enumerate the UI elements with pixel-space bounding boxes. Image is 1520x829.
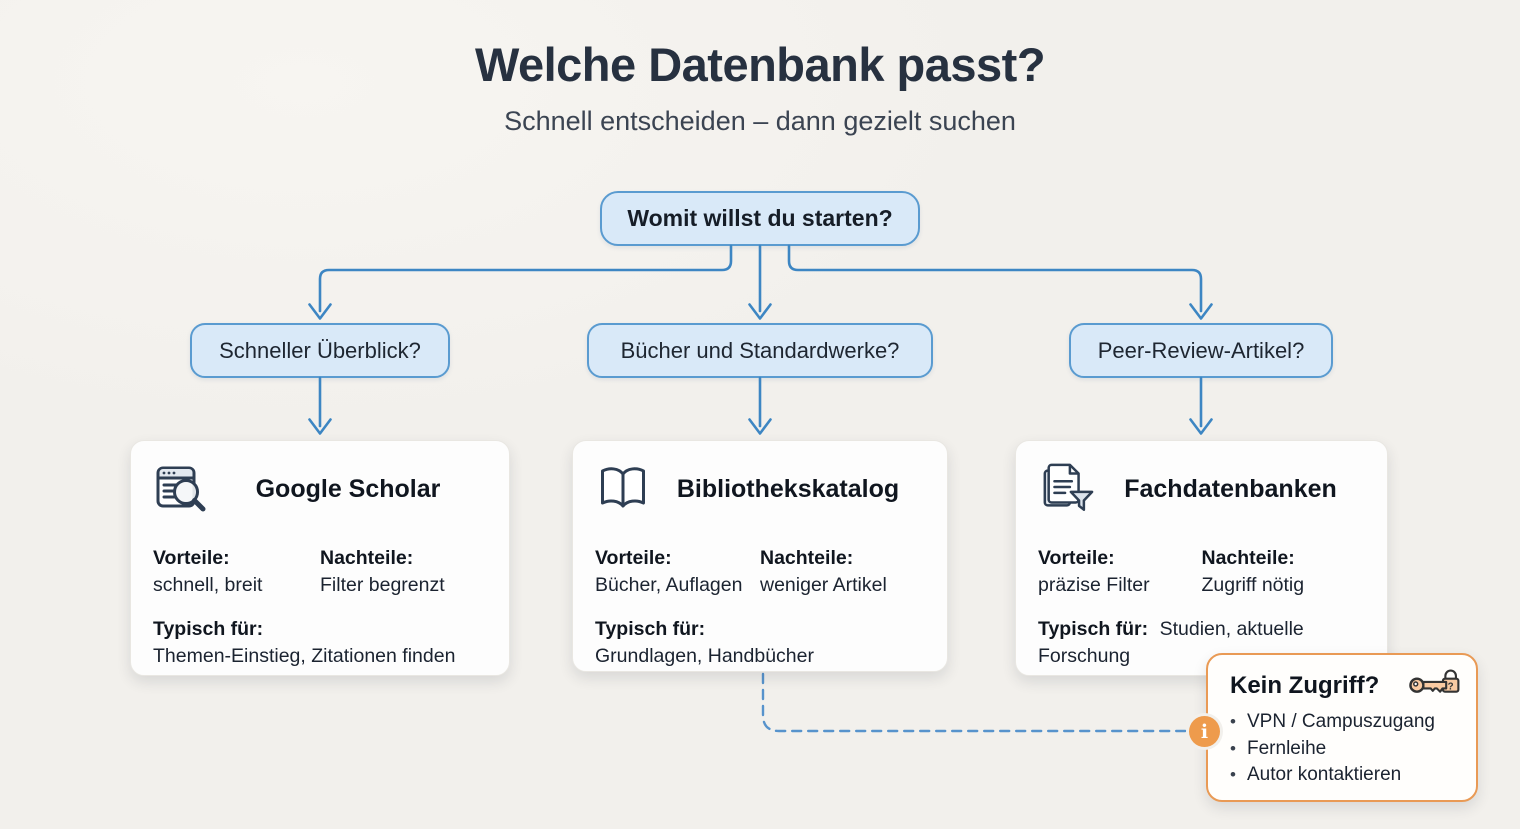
page-title: Welche Datenbank passt? xyxy=(474,38,1046,91)
info-badge-icon: i xyxy=(1189,716,1220,747)
typical-block: Typisch für: Grundlagen, Handbücher xyxy=(595,616,925,670)
cons-block: Nachteile: Zugriff nötig xyxy=(1202,545,1366,599)
card-google-scholar: Google Scholar Vorteile: schnell, breit … xyxy=(130,440,510,676)
bullet-dot: • xyxy=(1230,738,1236,758)
pros-block: Vorteile: schnell, breit xyxy=(153,545,320,599)
flow-node-question-peer-review: Peer-Review-Artikel? xyxy=(1069,323,1333,378)
arrowhead-card-mid xyxy=(748,418,772,435)
connector-root-left xyxy=(318,244,733,313)
card-fachdatenbanken: Fachdatenbanken Vorteile: präzise Filter… xyxy=(1015,440,1388,676)
question-label: Schneller Überblick? xyxy=(219,337,421,363)
question-label: Bücher und Standardwerke? xyxy=(620,337,900,363)
cons-value: weniger Artikel xyxy=(760,574,887,596)
card-bibliothekskatalog: Bibliothekskatalog Vorteile: Bücher, Auf… xyxy=(572,440,948,672)
flow-node-question-overview: Schneller Überblick? xyxy=(190,323,450,378)
card-title: Fachdatenbanken xyxy=(1124,474,1337,503)
open-book-icon xyxy=(595,461,651,517)
info-badge-glyph: i xyxy=(1200,720,1209,743)
note-item-text: VPN / Campuszugang xyxy=(1247,711,1435,732)
card-title: Google Scholar xyxy=(255,474,441,503)
browser-search-icon xyxy=(153,461,209,517)
cons-value: Zugriff nötig xyxy=(1201,574,1305,596)
page-subtitle: Schnell entscheiden – dann gezielt suche… xyxy=(504,106,1016,136)
cons-value: Filter begrenzt xyxy=(320,574,445,596)
pros-value: präzise Filter xyxy=(1038,574,1150,596)
typical-label: Typisch für: xyxy=(595,618,706,640)
cons-block: Nachteile: Filter begrenzt xyxy=(320,545,487,599)
typical-label: Typisch für: xyxy=(153,618,264,640)
card-title: Bibliothekskatalog xyxy=(676,474,900,503)
note-kein-zugriff: Kein Zugriff? ? • VPN / Campuszugang • F xyxy=(1206,653,1478,802)
typical-block: Typisch für: Themen-Einstieg, Zitationen… xyxy=(153,616,487,670)
documents-filter-icon xyxy=(1038,461,1096,517)
cons-label: Nachteile: xyxy=(760,547,854,569)
question-label: Peer-Review-Artikel? xyxy=(1097,337,1305,363)
note-item-text: Autor kontaktieren xyxy=(1247,764,1402,785)
typical-value: Themen-Einstieg, Zitationen finden xyxy=(153,645,456,667)
note-title: Kein Zugriff? xyxy=(1230,672,1380,699)
dashed-connector-note xyxy=(761,672,1188,733)
note-item: • VPN / Campuszugang xyxy=(1230,709,1460,736)
flow-node-start: Womit willst du starten? xyxy=(600,191,920,246)
cons-label: Nachteile: xyxy=(320,547,414,569)
flow-node-question-books: Bücher und Standardwerke? xyxy=(587,323,933,378)
arrowhead-left xyxy=(308,303,332,320)
typical-label: Typisch für: xyxy=(1038,618,1149,640)
arrowhead-right xyxy=(1189,303,1213,320)
svg-text:?: ? xyxy=(1448,681,1454,692)
pros-label: Vorteile: xyxy=(153,547,230,569)
key-lock-icon: ? xyxy=(1408,667,1460,705)
pros-label: Vorteile: xyxy=(595,547,672,569)
cons-block: Nachteile: weniger Artikel xyxy=(760,545,925,599)
flow-node-start-label: Womit willst du starten? xyxy=(627,205,893,231)
pros-value: schnell, breit xyxy=(153,574,263,596)
pros-block: Vorteile: Bücher, Auflagen xyxy=(595,545,760,599)
note-item: • Autor kontaktieren xyxy=(1230,762,1460,789)
pros-label: Vorteile: xyxy=(1038,547,1115,569)
note-item-text: Fernleihe xyxy=(1247,737,1327,759)
arrowhead-card-left xyxy=(308,418,332,435)
typical-value: Grundlagen, Handbücher xyxy=(595,645,814,667)
pros-block: Vorteile: präzise Filter xyxy=(1038,545,1202,599)
arrowhead-card-right xyxy=(1189,418,1213,435)
note-item: • Fernleihe xyxy=(1230,736,1460,763)
bullet-dot: • xyxy=(1230,712,1236,731)
connector-root-right xyxy=(787,244,1203,313)
arrowhead-mid xyxy=(748,303,772,320)
cons-label: Nachteile: xyxy=(1201,547,1295,569)
bullet-dot: • xyxy=(1230,765,1236,784)
note-list: • VPN / Campuszugang • Fernleihe • Autor… xyxy=(1230,709,1460,789)
pros-value: Bücher, Auflagen xyxy=(595,574,743,596)
typical-value: Studien, aktuelle Forschung xyxy=(1038,618,1304,667)
typical-block: Typisch für: Studien, aktuelle Forschung xyxy=(1038,616,1365,670)
